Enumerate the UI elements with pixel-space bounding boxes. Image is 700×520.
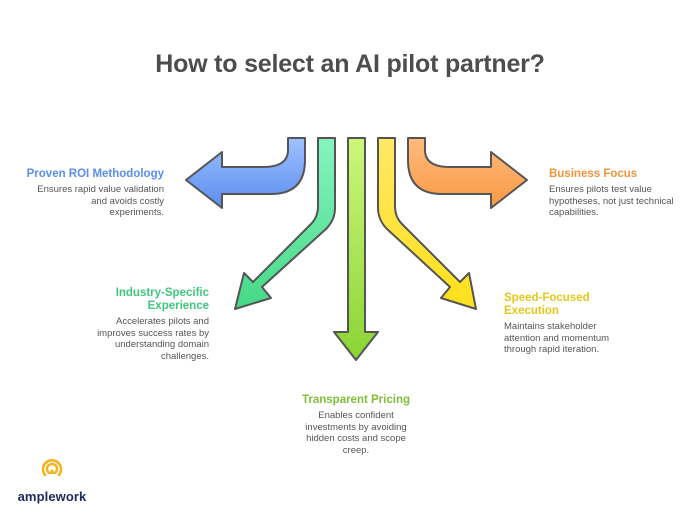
item-speed-focused: Speed-Focused Execution Maintains stakeh… <box>504 292 654 356</box>
amplework-logo-icon <box>41 459 63 477</box>
arrow-business-focus <box>407 137 528 209</box>
item-heading: Industry-Specific Experience <box>115 287 209 312</box>
item-description: Ensures rapid value validation and avoid… <box>37 184 164 218</box>
item-description: Enables confident investments by avoidin… <box>305 410 407 456</box>
item-heading: Business Focus <box>549 168 638 180</box>
item-heading: Proven ROI Methodology <box>26 168 164 180</box>
arrow-speed-focused <box>377 137 477 310</box>
item-heading: Speed-Focused Execution <box>504 292 590 317</box>
arrow-proven-roi <box>185 137 306 209</box>
item-description: Accelerates pilots and improves success … <box>97 316 209 362</box>
arrow-industry-specific <box>234 137 336 310</box>
item-heading: Transparent Pricing <box>301 394 410 406</box>
arrow-transparent-pricing <box>333 137 379 361</box>
item-industry-specific: Industry-Specific Experience Accelerates… <box>60 287 209 362</box>
diagram-title: How to select an AI pilot partner? <box>155 50 545 78</box>
item-business-focus: Business Focus Ensures pilots test value… <box>549 168 699 219</box>
logo-text: amplework <box>17 489 87 504</box>
item-description: Maintains stakeholder attention and mome… <box>504 321 610 355</box>
item-proven-roi: Proven ROI Methodology Ensures rapid val… <box>10 168 164 219</box>
item-transparent-pricing: Transparent Pricing Enables confident in… <box>286 394 426 456</box>
item-description: Ensures pilots test value hypotheses, no… <box>549 184 674 218</box>
amplework-logo: amplework <box>16 458 88 504</box>
